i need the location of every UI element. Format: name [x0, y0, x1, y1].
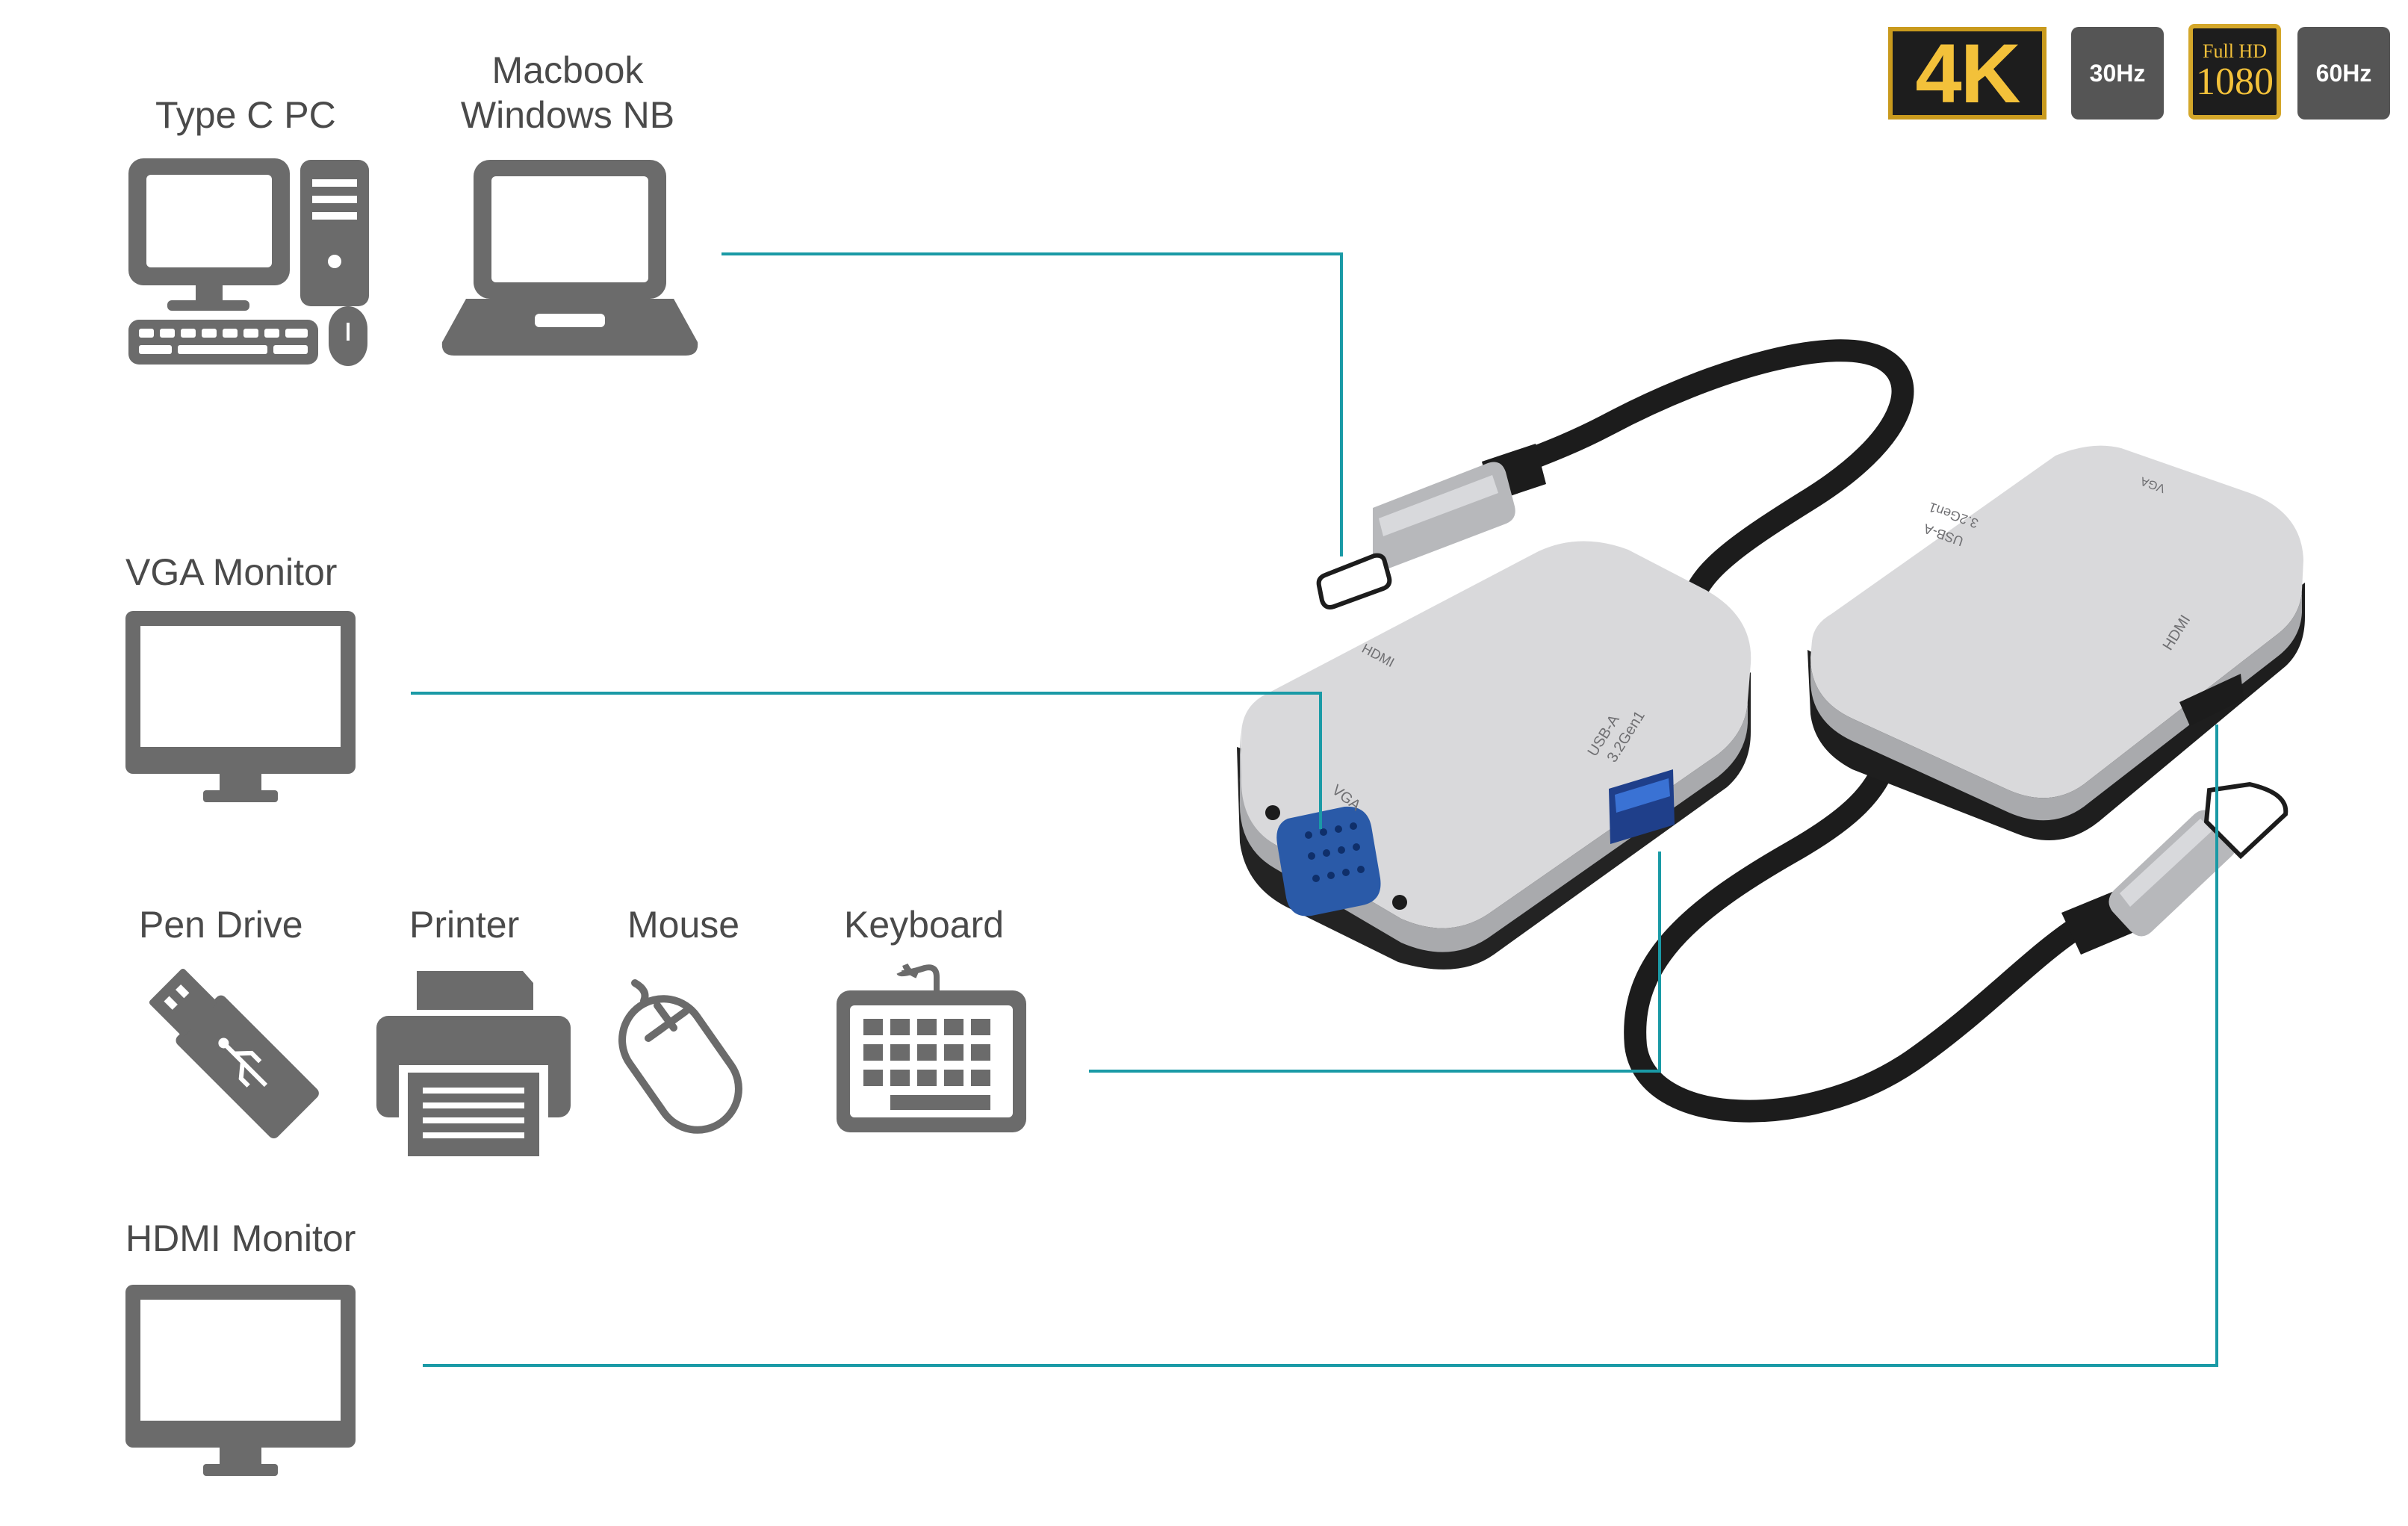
badge-1080-text: 1080: [2196, 61, 2274, 103]
hdmi-monitor-icon: [125, 1285, 356, 1476]
desktop-pc-icon: [128, 158, 369, 366]
badge-4k: 4K: [1888, 27, 2047, 120]
usb-c-adapter-front: HDMI VGA USB-A 3.2Gen1: [1237, 339, 1914, 970]
label-mouse: Mouse: [627, 904, 740, 946]
connector-line-vga-monitor-to-vga-port: [411, 692, 1322, 829]
badge-30hz: 30Hz: [2071, 27, 2164, 120]
mouse-icon: [618, 979, 742, 1134]
badge-60hz: 60Hz: [2297, 27, 2390, 120]
laptop-icon: [441, 160, 698, 356]
label-type-c-pc: Type C PC: [155, 94, 336, 136]
label-vga-monitor: VGA Monitor: [125, 551, 338, 593]
label-macbook: Macbook: [491, 49, 644, 91]
label-keyboard: Keyboard: [844, 904, 1005, 946]
connector-line-laptop-to-usb-c: [722, 252, 1343, 556]
label-windows-nb: Windows NB: [460, 94, 675, 136]
label-printer: Printer: [409, 904, 520, 946]
keyboard-icon: [837, 963, 1026, 1132]
label-hdmi-monitor: HDMI Monitor: [125, 1218, 356, 1259]
badge-full-hd-text: Full HD: [2203, 40, 2267, 62]
label-pen-drive: Pen Drive: [139, 904, 303, 946]
printer-icon: [376, 971, 571, 1156]
label-macbook-windows-nb: Macbook Windows NB: [456, 48, 680, 137]
connector-line-hdmi-monitor-to-hdmi-port: [423, 725, 2218, 1367]
vga-monitor-icon: [125, 611, 356, 802]
connector-line-usb-devices-to-usb-a-port: [1089, 852, 1661, 1073]
usb-pen-drive-icon: [149, 969, 319, 1138]
usb-c-adapter-back: VGA USB-A 3.2Gen1 HDMI: [1624, 445, 2305, 1123]
badge-full-hd-1080: Full HD 1080: [2188, 24, 2281, 120]
